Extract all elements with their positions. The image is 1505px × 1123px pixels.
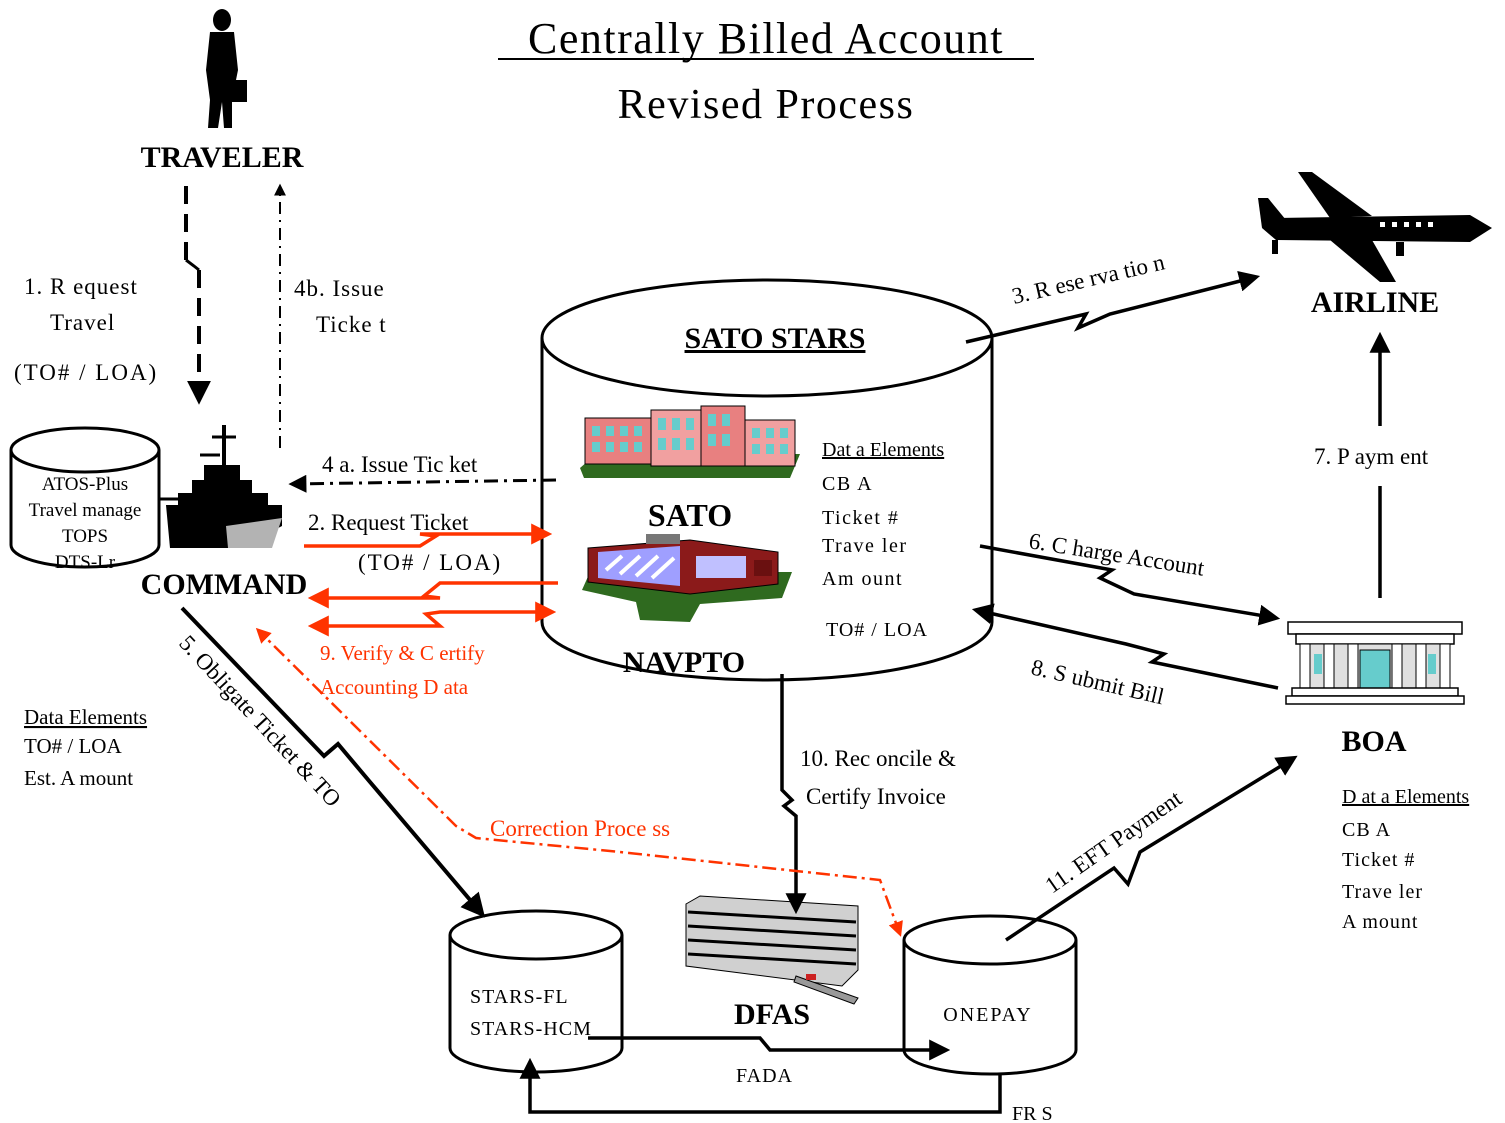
- sato-data-element: Trave ler: [822, 535, 908, 557]
- fada-arrow: [588, 1036, 951, 1061]
- parking-garage-building-icon: [685, 895, 859, 1005]
- step-4b-label: Ticke t: [316, 312, 387, 337]
- step-1-label: (TO# / LOA): [14, 360, 158, 385]
- airplane-icon: [1258, 172, 1492, 282]
- step-2-label: (TO# / LOA): [358, 550, 502, 575]
- dfas-label: DFAS: [734, 998, 810, 1031]
- step-6-label: 6. C harge Account: [1027, 528, 1206, 580]
- fada-label: FADA: [736, 1065, 793, 1087]
- step-4a-label: 4 a. Issue Tic ket: [322, 452, 478, 477]
- return-red-arrow: [307, 581, 558, 609]
- request-travel-break: [185, 258, 200, 272]
- step-1-label: Travel: [50, 310, 115, 335]
- sato-data-element: Am ount: [822, 568, 903, 590]
- step-1-label: 1. R equest: [24, 274, 138, 299]
- office-building-icon: [580, 405, 800, 478]
- command-systems-list: ATOS-Plus Travel manage TOPS DTS-Lr: [29, 474, 142, 573]
- onepay-label: ONEPAY: [943, 1004, 1032, 1026]
- issue-ticket-command-arrow: [288, 474, 557, 493]
- boa-data-element: A mount: [1342, 911, 1418, 933]
- stars-fl-label: STARS-FL: [470, 986, 569, 1008]
- airplane-windows: [1380, 222, 1433, 227]
- sato-data-elements-title: Dat a Elements: [822, 439, 944, 461]
- step-3-label: 3. R ese rva tio n: [1010, 249, 1168, 309]
- reconcile-invoice-arrow: [780, 674, 807, 915]
- step-10-label: Certify Invoice: [806, 784, 946, 809]
- step-2-label: 2. Request Ticket: [308, 510, 469, 535]
- sato-data-element: Ticket #: [822, 507, 899, 529]
- warship-icon: [160, 425, 282, 548]
- charge-account-arrow: [979, 544, 1281, 626]
- traveler-silhouette-icon: [206, 9, 247, 128]
- command-data-elements-title: Data Elements: [24, 705, 147, 729]
- airline-label: AIRLINE: [1311, 286, 1439, 319]
- sato-data-element: CB A: [822, 473, 873, 495]
- navpto-label: NAVPTO: [623, 646, 745, 679]
- sato-label: SATO: [648, 497, 732, 533]
- traveler-label: TRAVELER: [141, 141, 304, 174]
- step-10-label: 10. Rec oncile &: [800, 746, 956, 771]
- navpto-building-icon: [582, 534, 792, 622]
- step-8-label: 8. S ubmit Bill: [1029, 655, 1167, 710]
- boa-data-element: CB A: [1342, 819, 1391, 841]
- command-data-element: Est. A mount: [24, 766, 133, 790]
- command-system-item: ATOS-Plus: [42, 474, 128, 495]
- boa-label: BOA: [1341, 725, 1406, 758]
- submit-bill-arrow: [971, 603, 1279, 690]
- sato-data-element-extra: TO# / LOA: [826, 619, 928, 641]
- bank-building-icon: [1285, 621, 1465, 705]
- frs-label: FR S: [1012, 1103, 1053, 1123]
- step-4b-label: 4b. Issue: [294, 276, 385, 301]
- diagram-title: Centrally Billed Account: [528, 14, 1004, 63]
- sato-stars-label: SATO STARS: [685, 322, 866, 355]
- command-data-element: TO# / LOA: [24, 734, 122, 758]
- command-system-item: TOPS: [62, 526, 108, 547]
- step-9-label: 9. Verify & C ertify: [320, 641, 485, 665]
- correction-process-label: Correction Proce ss: [490, 816, 670, 841]
- command-system-item: DTS-Lr: [55, 552, 116, 573]
- command-system-item: Travel manage: [29, 500, 142, 521]
- step-11-label: 11. EFT Payment: [1041, 785, 1187, 898]
- command-systems-cylinder: [9, 426, 161, 569]
- command-label: COMMAND: [141, 568, 308, 601]
- correction-process-arrow: [255, 627, 903, 937]
- reservation-arrow: [965, 270, 1261, 344]
- request-ticket-arrow: [304, 523, 553, 548]
- verify-certify-arrow: [307, 601, 557, 637]
- step-9-label: Accounting D ata: [320, 675, 469, 699]
- boa-data-element: Ticket #: [1342, 849, 1415, 871]
- onepay-cylinder: [902, 914, 1078, 1076]
- step-7-label: 7. P aym ent: [1314, 444, 1429, 469]
- frs-arrow: [519, 1057, 1002, 1114]
- diagram-subtitle: Revised Process: [618, 82, 915, 128]
- eft-payment-arrow: [1005, 755, 1298, 942]
- boa-data-elements-title: D at a Elements: [1342, 786, 1469, 808]
- stars-hcm-label: STARS-HCM: [470, 1018, 592, 1040]
- boa-data-element: Trave ler: [1342, 881, 1423, 903]
